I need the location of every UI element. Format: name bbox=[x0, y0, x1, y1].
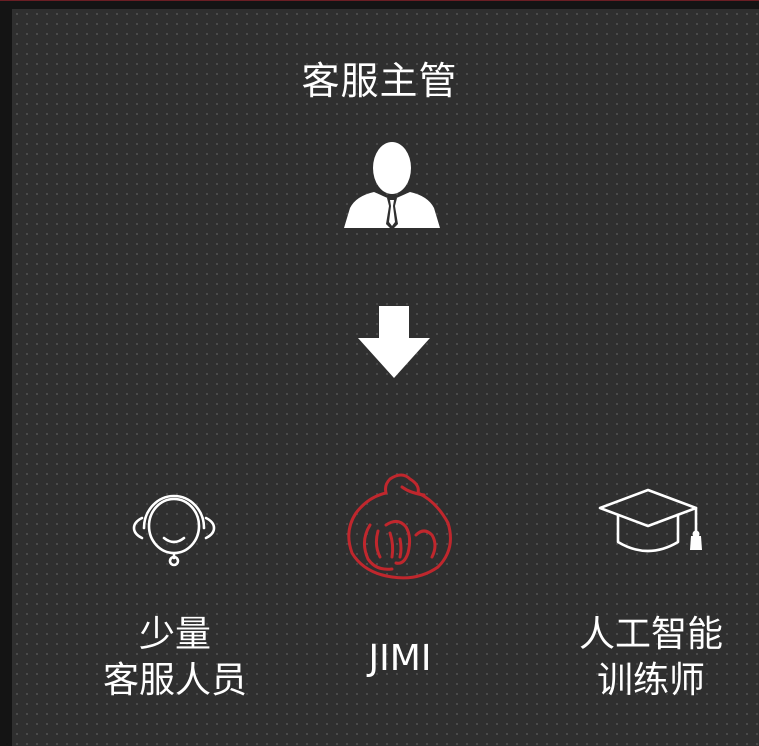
jimi-mascot-icon bbox=[347, 473, 452, 580]
headset-icon bbox=[132, 494, 216, 567]
down-arrow-icon bbox=[358, 306, 430, 378]
jimi-label: JIMI bbox=[368, 638, 432, 679]
item-label-staff: 少量 客服人员 bbox=[70, 612, 280, 704]
person-icon bbox=[344, 142, 440, 230]
trainer-label-line1: 人工智能 bbox=[578, 614, 723, 655]
supervisor-title: 客服主管 bbox=[301, 59, 458, 103]
graduation-cap-icon bbox=[598, 488, 702, 553]
item-label-trainer: 人工智能 训练师 bbox=[548, 612, 754, 704]
staff-label-line1: 少量 bbox=[138, 614, 211, 655]
staff-label-line2: 客服人员 bbox=[102, 660, 247, 701]
trainer-label-line2: 训练师 bbox=[596, 660, 705, 701]
item-label-jimi: JIMI bbox=[330, 636, 470, 682]
